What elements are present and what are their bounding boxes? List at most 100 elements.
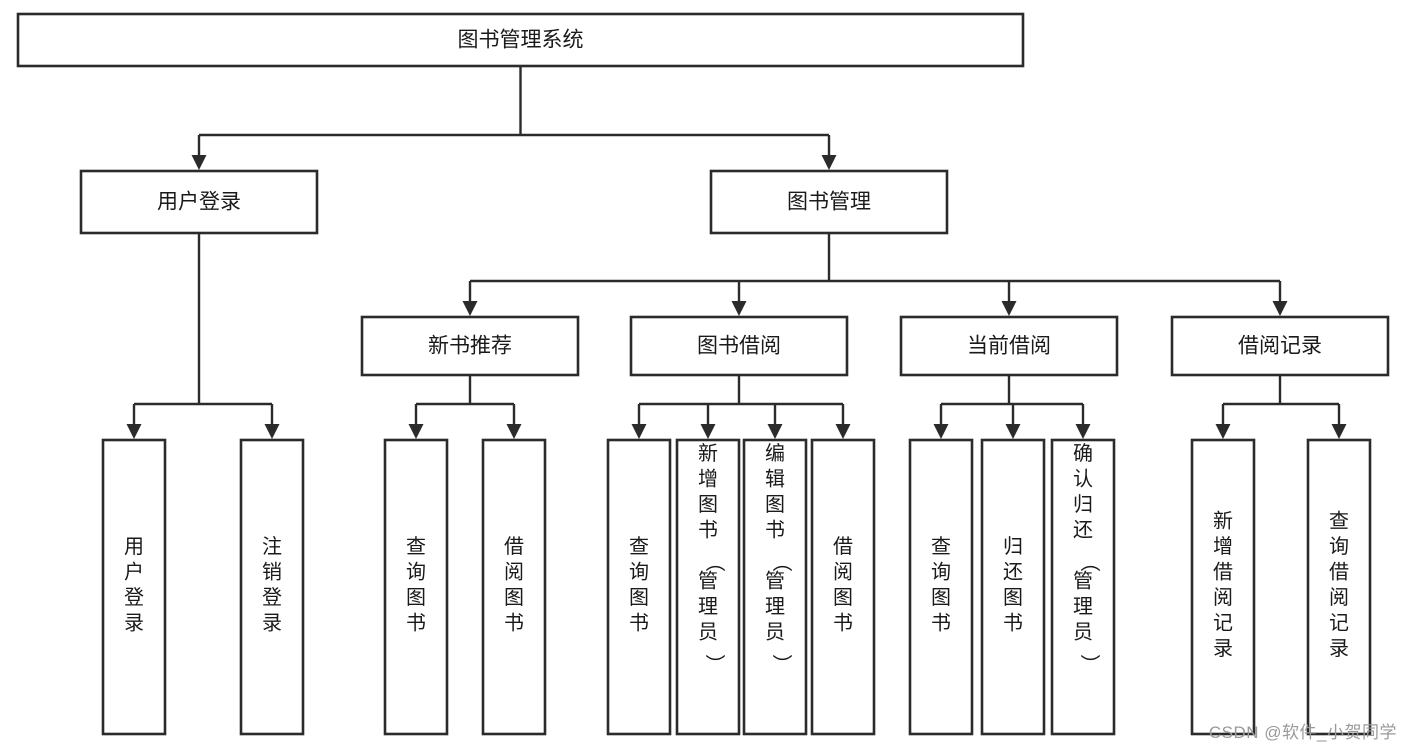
edge-group-book-borrow — [637, 375, 845, 426]
edge-arrowhead — [1331, 424, 1347, 439]
edge-group-user-login — [132, 233, 274, 426]
svg-text:查: 查 — [931, 535, 951, 558]
svg-text:录: 录 — [124, 613, 144, 635]
svg-text:新: 新 — [1213, 510, 1233, 533]
svg-text:阅: 阅 — [1213, 586, 1233, 609]
svg-text:记: 记 — [1213, 612, 1233, 635]
svg-text:增: 增 — [1213, 535, 1233, 558]
edge-arrowhead — [1272, 301, 1288, 316]
edge-arrowhead — [408, 424, 424, 439]
svg-text:登: 登 — [262, 586, 282, 609]
node-box-leaf-query-book-1 — [383, 438, 449, 736]
svg-text:图: 图 — [931, 587, 951, 609]
svg-text:图: 图 — [833, 587, 853, 609]
svg-text:）: ） — [703, 654, 726, 674]
svg-text:书: 书 — [698, 519, 718, 542]
svg-text:用: 用 — [124, 536, 144, 558]
node-box-leaf-add-book-admin — [675, 438, 741, 736]
svg-text:询: 询 — [406, 561, 426, 584]
node-new-book-rec[interactable]: 新书推荐 — [360, 315, 580, 377]
node-label-current-borrow: 当前借阅 — [967, 335, 1051, 358]
nodes-layer: 图书管理系统用户登录图书管理新书推荐图书借阅当前借阅借阅记录用户登录注销登录查询… — [16, 12, 1390, 736]
node-root[interactable]: 图书管理系统 — [16, 12, 1025, 68]
svg-text:图: 图 — [629, 587, 649, 609]
edge-arrowhead — [264, 424, 280, 439]
node-box-borrow-record — [1170, 315, 1390, 377]
svg-text:员: 员 — [698, 622, 718, 644]
svg-text:归: 归 — [1003, 535, 1023, 558]
node-box-leaf-user-login — [101, 438, 167, 736]
svg-text:书: 书 — [406, 612, 426, 635]
node-box-leaf-query-book-3 — [908, 438, 974, 736]
svg-text:（: （ — [703, 552, 726, 572]
node-borrow-record[interactable]: 借阅记录 — [1170, 315, 1390, 377]
svg-text:（: （ — [770, 552, 793, 572]
svg-text:新: 新 — [698, 442, 718, 465]
svg-text:认: 认 — [1073, 468, 1093, 491]
node-box-leaf-borrow-book-1 — [481, 438, 547, 736]
node-box-leaf-edit-book-admin — [742, 438, 808, 736]
svg-text:查: 查 — [1329, 510, 1349, 533]
svg-text:户: 户 — [124, 561, 144, 584]
edge-arrowhead — [631, 424, 647, 439]
edge-group-root — [197, 66, 831, 157]
edge-arrowhead — [835, 424, 851, 439]
node-user-login[interactable]: 用户登录 — [79, 169, 319, 235]
svg-text:辑: 辑 — [765, 468, 785, 491]
node-box-leaf-query-book-2 — [606, 438, 672, 736]
svg-text:借: 借 — [833, 535, 853, 558]
node-label-root: 图书管理系统 — [458, 29, 584, 52]
node-box-leaf-return-book — [980, 438, 1046, 736]
svg-text:查: 查 — [629, 535, 649, 558]
svg-text:员: 员 — [1073, 622, 1093, 644]
node-label-new-book-rec: 新书推荐 — [428, 335, 512, 358]
svg-text:书: 书 — [629, 612, 649, 635]
svg-text:增: 增 — [698, 468, 718, 491]
node-box-leaf-query-borrow-record — [1306, 438, 1372, 736]
svg-text:阅: 阅 — [504, 561, 524, 584]
node-book-borrow[interactable]: 图书借阅 — [629, 315, 849, 377]
edge-group-new-book-rec — [414, 375, 516, 426]
svg-text:查: 查 — [406, 535, 426, 558]
svg-text:借: 借 — [1213, 561, 1233, 584]
node-box-leaf-borrow-book-2 — [810, 438, 876, 736]
node-leaf-user-login[interactable]: 用户登录 — [101, 438, 167, 736]
node-box-book-manage — [709, 169, 949, 235]
svg-text:理: 理 — [1073, 596, 1093, 618]
edge-arrowhead — [1001, 301, 1017, 316]
node-book-manage[interactable]: 图书管理 — [709, 169, 949, 235]
svg-text:询: 询 — [629, 561, 649, 584]
svg-text:编: 编 — [765, 442, 785, 465]
svg-text:录: 录 — [1329, 638, 1349, 660]
svg-text:询: 询 — [1329, 535, 1349, 558]
svg-text:书: 书 — [833, 612, 853, 635]
svg-text:图: 图 — [406, 587, 426, 609]
svg-text:书: 书 — [931, 612, 951, 635]
svg-text:登: 登 — [124, 586, 144, 609]
node-label-book-borrow: 图书借阅 — [697, 335, 781, 358]
edge-arrowhead — [933, 424, 949, 439]
svg-text:录: 录 — [262, 613, 282, 635]
svg-text:阅: 阅 — [1329, 586, 1349, 609]
svg-text:销: 销 — [262, 561, 282, 584]
node-current-borrow[interactable]: 当前借阅 — [899, 315, 1119, 377]
node-box-current-borrow — [899, 315, 1119, 377]
